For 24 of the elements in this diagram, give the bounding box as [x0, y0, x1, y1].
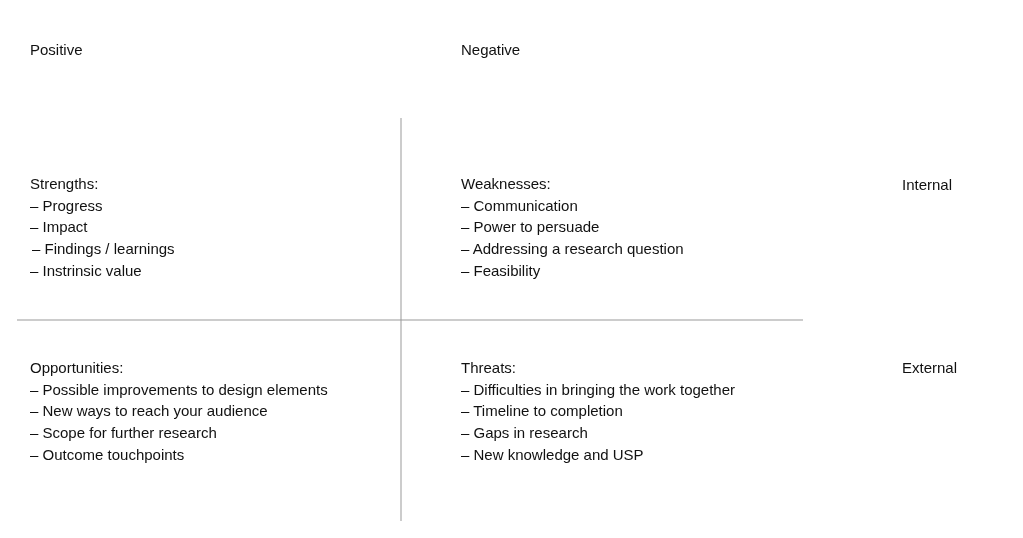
quadrant-heading: Opportunities: — [30, 359, 124, 377]
list-item: – Findings / learnings — [32, 240, 175, 259]
quadrant-heading: Weaknesses: — [461, 175, 551, 193]
list-item: – Communication — [461, 196, 578, 215]
list-item: – Instrinsic value — [30, 261, 142, 280]
list-item: – Difficulties in bringing the work together — [461, 380, 736, 399]
list-item: – Addressing a research question — [461, 240, 684, 259]
list-item: – New knowledge and USP — [461, 445, 644, 464]
row-heading: External — [902, 359, 958, 377]
list-item: – Feasibility — [461, 261, 541, 280]
list-item: – Scope for further research — [30, 424, 217, 443]
row-heading: Internal — [902, 176, 953, 194]
list-item: – Timeline to completion — [461, 402, 623, 421]
list-item: – Impact — [30, 218, 88, 237]
list-item: – Power to persuade — [461, 218, 600, 237]
list-item: – Outcome touchpoints — [30, 445, 185, 464]
list-item: – Gaps in research — [461, 424, 588, 443]
quadrant-heading: Threats: — [461, 359, 517, 377]
quadrant-heading: Strengths: — [30, 175, 99, 193]
list-item: – Possible improvements to design elements — [30, 380, 328, 399]
column-heading: Positive — [30, 41, 83, 59]
list-item: – Progress — [30, 196, 103, 215]
column-heading: Negative — [461, 41, 521, 59]
list-item: – New ways to reach your audience — [30, 402, 268, 421]
